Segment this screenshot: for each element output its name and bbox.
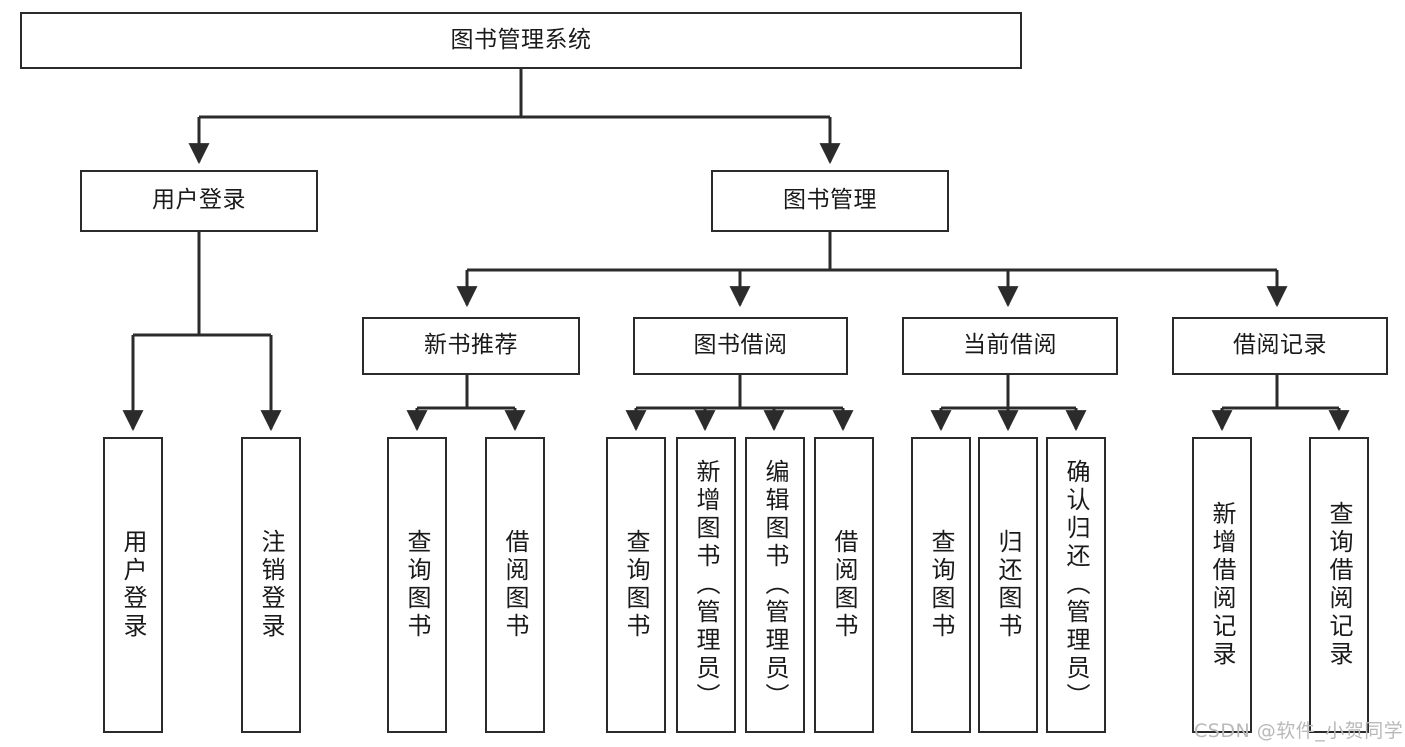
node-root[interactable]: 图书管理系统 bbox=[20, 12, 1022, 69]
node-leaf-add-book-admin[interactable]: 新增图书（管理员） bbox=[676, 437, 736, 733]
node-leaf-query-book-3-label: 查询图书 bbox=[927, 529, 955, 641]
node-leaf-borrow-book-2[interactable]: 借阅图书 bbox=[814, 437, 874, 733]
node-leaf-borrow-book-2-label: 借阅图书 bbox=[830, 529, 858, 641]
node-leaf-edit-book-admin-label: 编辑图书（管理员） bbox=[761, 459, 789, 711]
watermark: CSDN @软件_小贺同学 bbox=[1194, 720, 1404, 742]
node-new-book-recommend[interactable]: 新书推荐 bbox=[362, 317, 580, 375]
node-leaf-query-book-3[interactable]: 查询图书 bbox=[911, 437, 971, 733]
node-borrow-record[interactable]: 借阅记录 bbox=[1172, 317, 1388, 375]
node-leaf-edit-book-admin[interactable]: 编辑图书（管理员） bbox=[745, 437, 805, 733]
node-leaf-return-book[interactable]: 归还图书 bbox=[978, 437, 1038, 733]
node-leaf-logout-login-label: 注销登录 bbox=[257, 529, 285, 641]
node-leaf-query-borrow-record-label: 查询借阅记录 bbox=[1325, 501, 1353, 669]
node-leaf-query-book-1[interactable]: 查询图书 bbox=[387, 437, 447, 733]
node-leaf-query-book-2-label: 查询图书 bbox=[622, 529, 650, 641]
node-leaf-borrow-book-1-label: 借阅图书 bbox=[501, 529, 529, 641]
node-book-manage-label: 图书管理 bbox=[783, 187, 877, 214]
node-leaf-user-login-label: 用户登录 bbox=[119, 529, 147, 641]
node-leaf-borrow-book-1[interactable]: 借阅图书 bbox=[485, 437, 545, 733]
node-user-login[interactable]: 用户登录 bbox=[80, 170, 318, 232]
node-book-borrow-label: 图书借阅 bbox=[693, 332, 788, 359]
node-leaf-query-borrow-record[interactable]: 查询借阅记录 bbox=[1309, 437, 1369, 733]
node-book-manage[interactable]: 图书管理 bbox=[711, 170, 949, 232]
node-leaf-add-borrow-record[interactable]: 新增借阅记录 bbox=[1192, 437, 1252, 733]
node-leaf-return-book-label: 归还图书 bbox=[994, 529, 1022, 641]
node-current-borrow-label: 当前借阅 bbox=[963, 332, 1057, 359]
node-leaf-confirm-return-admin-label: 确认归还（管理员） bbox=[1062, 459, 1090, 711]
node-leaf-user-login[interactable]: 用户登录 bbox=[103, 437, 163, 733]
node-new-book-recommend-label: 新书推荐 bbox=[424, 332, 518, 359]
node-leaf-query-book-2[interactable]: 查询图书 bbox=[606, 437, 666, 733]
node-root-label: 图书管理系统 bbox=[450, 26, 592, 53]
node-leaf-add-book-admin-label: 新增图书（管理员） bbox=[692, 459, 720, 711]
node-user-login-label: 用户登录 bbox=[152, 187, 246, 214]
node-borrow-record-label: 借阅记录 bbox=[1233, 332, 1327, 359]
node-leaf-add-borrow-record-label: 新增借阅记录 bbox=[1208, 501, 1236, 669]
node-leaf-confirm-return-admin[interactable]: 确认归还（管理员） bbox=[1046, 437, 1106, 733]
node-current-borrow[interactable]: 当前借阅 bbox=[902, 317, 1118, 375]
node-leaf-query-book-1-label: 查询图书 bbox=[403, 529, 431, 641]
node-leaf-logout-login[interactable]: 注销登录 bbox=[241, 437, 301, 733]
node-book-borrow[interactable]: 图书借阅 bbox=[633, 317, 848, 375]
